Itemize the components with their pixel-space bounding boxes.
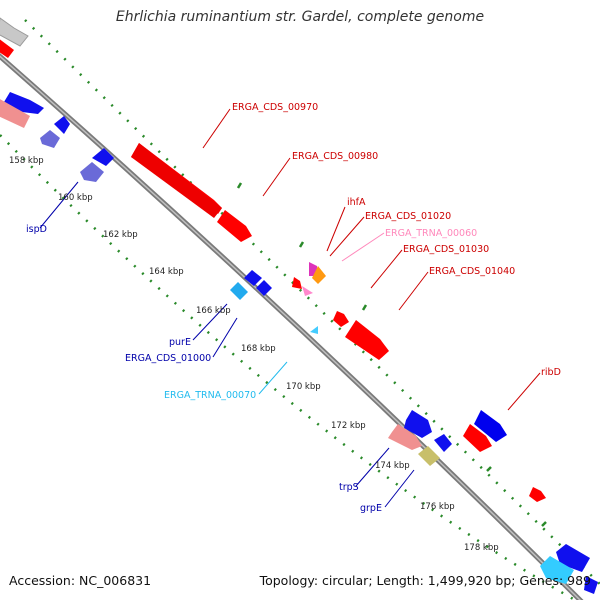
cds-arrow[interactable]	[4, 92, 44, 114]
cds-arrow[interactable]	[388, 424, 422, 450]
cds-arrow[interactable]	[540, 556, 574, 584]
kbp-tick-label: 160 kbp	[58, 193, 93, 203]
accession-text: Accession: NC_006831	[9, 573, 152, 588]
cds-arrow[interactable]	[463, 424, 492, 452]
label-leader-lines	[39, 108, 541, 508]
reverse-strand-features	[0, 92, 598, 594]
kbp-tick-label: 158 kbp	[9, 156, 44, 166]
genome-summary-text: Topology: circular; Length: 1,499,920 bp…	[259, 573, 591, 588]
gene-labels: ERGA_CDS_00970 ERGA_CDS_00980 ihfA ERGA_…	[26, 102, 561, 514]
cds-arrow[interactable]	[92, 148, 114, 166]
cds-arrow[interactable]	[0, 17, 29, 47]
gene-label-erga-cds-00980[interactable]: ERGA_CDS_00980	[292, 151, 378, 162]
gene-label-ispd[interactable]: ispD	[26, 224, 47, 235]
forward-strand-features	[0, 17, 546, 502]
cds-arrow[interactable]	[0, 38, 14, 58]
kbp-tick-label: 174 kbp	[375, 461, 410, 471]
cds-arrow[interactable]	[244, 270, 262, 286]
cds-arrow[interactable]	[54, 116, 70, 134]
gene-label-erga-cds-01030[interactable]: ERGA_CDS_01030	[403, 244, 489, 255]
cds-arrow[interactable]	[131, 143, 222, 218]
cds-arrow[interactable]	[434, 434, 452, 452]
cds-arrow[interactable]	[217, 210, 252, 242]
kbp-tick-label: 162 kbp	[103, 230, 138, 240]
trna-arrow[interactable]	[310, 326, 318, 334]
cds-arrow[interactable]	[474, 410, 507, 442]
gene-label-erga-cds-01020[interactable]: ERGA_CDS_01020	[365, 211, 451, 222]
kbp-tick-label: 168 kbp	[241, 344, 276, 354]
kbp-dotted-track-inner	[0, 134, 576, 600]
cds-arrow[interactable]	[292, 277, 302, 289]
kbp-tick-labels: 158 kbp 160 kbp 162 kbp 164 kbp 166 kbp …	[9, 156, 499, 553]
gene-label-grpe[interactable]: grpE	[360, 503, 382, 514]
cds-arrow[interactable]	[345, 320, 389, 360]
gene-label-trps[interactable]: trpS	[339, 482, 359, 493]
genome-title: Ehrlichia ruminantium str. Gardel, compl…	[115, 9, 485, 25]
cds-arrow[interactable]	[230, 282, 248, 300]
gene-label-ribd[interactable]: ribD	[541, 367, 561, 378]
cds-arrow[interactable]	[418, 446, 440, 466]
cds-arrow[interactable]	[0, 98, 30, 128]
kbp-tick-label: 178 kbp	[464, 543, 499, 553]
cds-arrow[interactable]	[404, 410, 432, 438]
gene-label-erga-trna-00070[interactable]: ERGA_TRNA_00070	[164, 390, 256, 401]
kbp-tick-label: 170 kbp	[286, 382, 321, 392]
gene-label-pure[interactable]: purE	[169, 337, 191, 348]
trna-arrow[interactable]	[302, 286, 313, 296]
cds-arrow[interactable]	[584, 576, 598, 594]
kbp-tick-label: 172 kbp	[331, 421, 366, 431]
cds-arrow[interactable]	[40, 130, 60, 148]
kbp-tick-label: 164 kbp	[149, 267, 184, 277]
kbp-tick-label: 176 kbp	[420, 502, 455, 512]
cds-arrow[interactable]	[312, 266, 326, 284]
outer-track-ticks	[236, 182, 547, 527]
cds-arrow[interactable]	[333, 311, 349, 327]
kbp-tick-label: 166 kbp	[196, 306, 231, 316]
gene-label-erga-cds-01040[interactable]: ERGA_CDS_01040	[429, 266, 515, 277]
gene-label-erga-cds-01000[interactable]: ERGA_CDS_01000	[125, 353, 211, 364]
gene-label-erga-cds-00970[interactable]: ERGA_CDS_00970	[232, 102, 318, 113]
gene-label-erga-trna-00060[interactable]: ERGA_TRNA_00060	[385, 228, 477, 239]
gene-label-ihfa[interactable]: ihfA	[347, 197, 366, 208]
cds-arrow[interactable]	[256, 280, 272, 296]
cds-arrow[interactable]	[80, 162, 104, 182]
cds-arrow[interactable]	[529, 487, 546, 502]
